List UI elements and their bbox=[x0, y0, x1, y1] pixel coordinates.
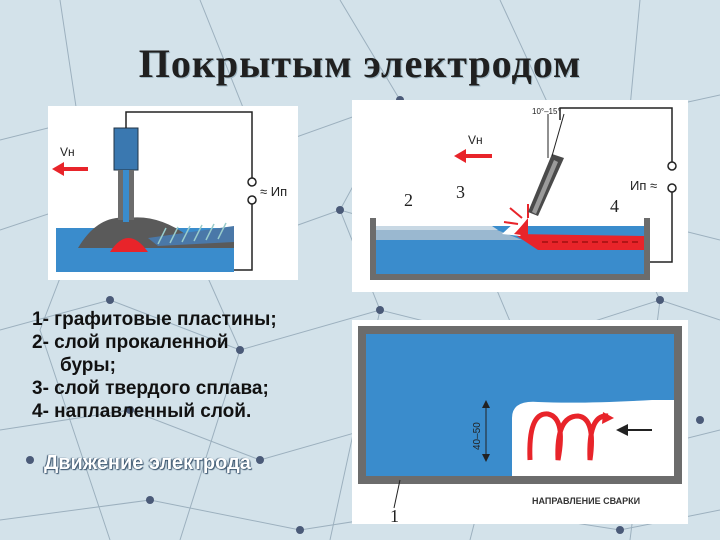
marker-3: 3 bbox=[456, 182, 465, 202]
legend-item-4: 4- наплавленный слой. bbox=[32, 401, 252, 422]
electrode-welding-diagram: Vн ≈ Ип bbox=[48, 106, 298, 280]
legend-list: 1- графитовые пластины; 2- слой прокален… bbox=[32, 308, 352, 423]
electrode-motion-diagram: 40–50 НАПРАВЛЕНИЕ СВАРКИ 1 bbox=[352, 320, 688, 524]
hardfacing-layers-diagram: 10°–15° Vн Ип ≈ 2 3 4 bbox=[352, 100, 688, 292]
dimension-label: 40–50 bbox=[472, 422, 483, 450]
current-label: ≈ Ип bbox=[260, 184, 287, 199]
direction-label: НАПРАВЛЕНИЕ СВАРКИ bbox=[532, 496, 640, 506]
legend-item-2: 2- слой прокаленной bbox=[32, 332, 229, 353]
angle-label: 10°–15° bbox=[532, 107, 561, 116]
marker-4: 4 bbox=[610, 196, 619, 216]
current-label: Ип ≈ bbox=[630, 178, 657, 193]
velocity-label: Vн bbox=[60, 145, 75, 159]
legend-item-3: 3- слой твердого сплава; bbox=[32, 378, 269, 399]
marker-2: 2 bbox=[404, 190, 413, 210]
slide-title: Покрытым электродом bbox=[138, 41, 582, 86]
legend-item-1: 1- графитовые пластины; bbox=[32, 309, 277, 330]
velocity-label: Vн bbox=[468, 133, 483, 147]
motion-caption: Движение электрода bbox=[44, 452, 251, 474]
marker-1: 1 bbox=[390, 506, 399, 524]
legend-item-2-continuation: буры; bbox=[60, 355, 116, 376]
